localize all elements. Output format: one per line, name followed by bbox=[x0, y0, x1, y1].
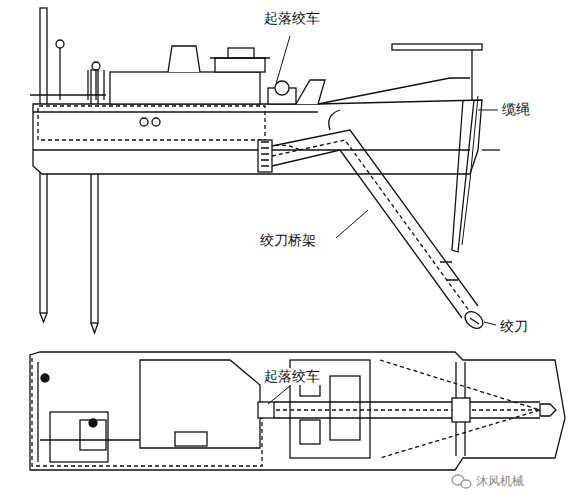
part-label: 绞刀 bbox=[498, 318, 530, 335]
cutter-head bbox=[462, 308, 486, 332]
hull-plan bbox=[30, 352, 565, 470]
cutter-ladder bbox=[272, 110, 478, 318]
watermark: 沐风机械 bbox=[474, 474, 526, 488]
part-label: 起落绞车 bbox=[262, 10, 322, 27]
gantry bbox=[392, 44, 500, 252]
mast bbox=[56, 40, 104, 100]
part-label: 缆绳 bbox=[500, 101, 532, 118]
cutter-head bbox=[540, 404, 556, 416]
leader-line bbox=[268, 36, 498, 404]
hull-side bbox=[33, 100, 482, 174]
part-label: 起落绞车 bbox=[262, 368, 322, 385]
watermark-icon bbox=[452, 475, 471, 488]
part-label: 绞刀桥架 bbox=[258, 232, 318, 249]
